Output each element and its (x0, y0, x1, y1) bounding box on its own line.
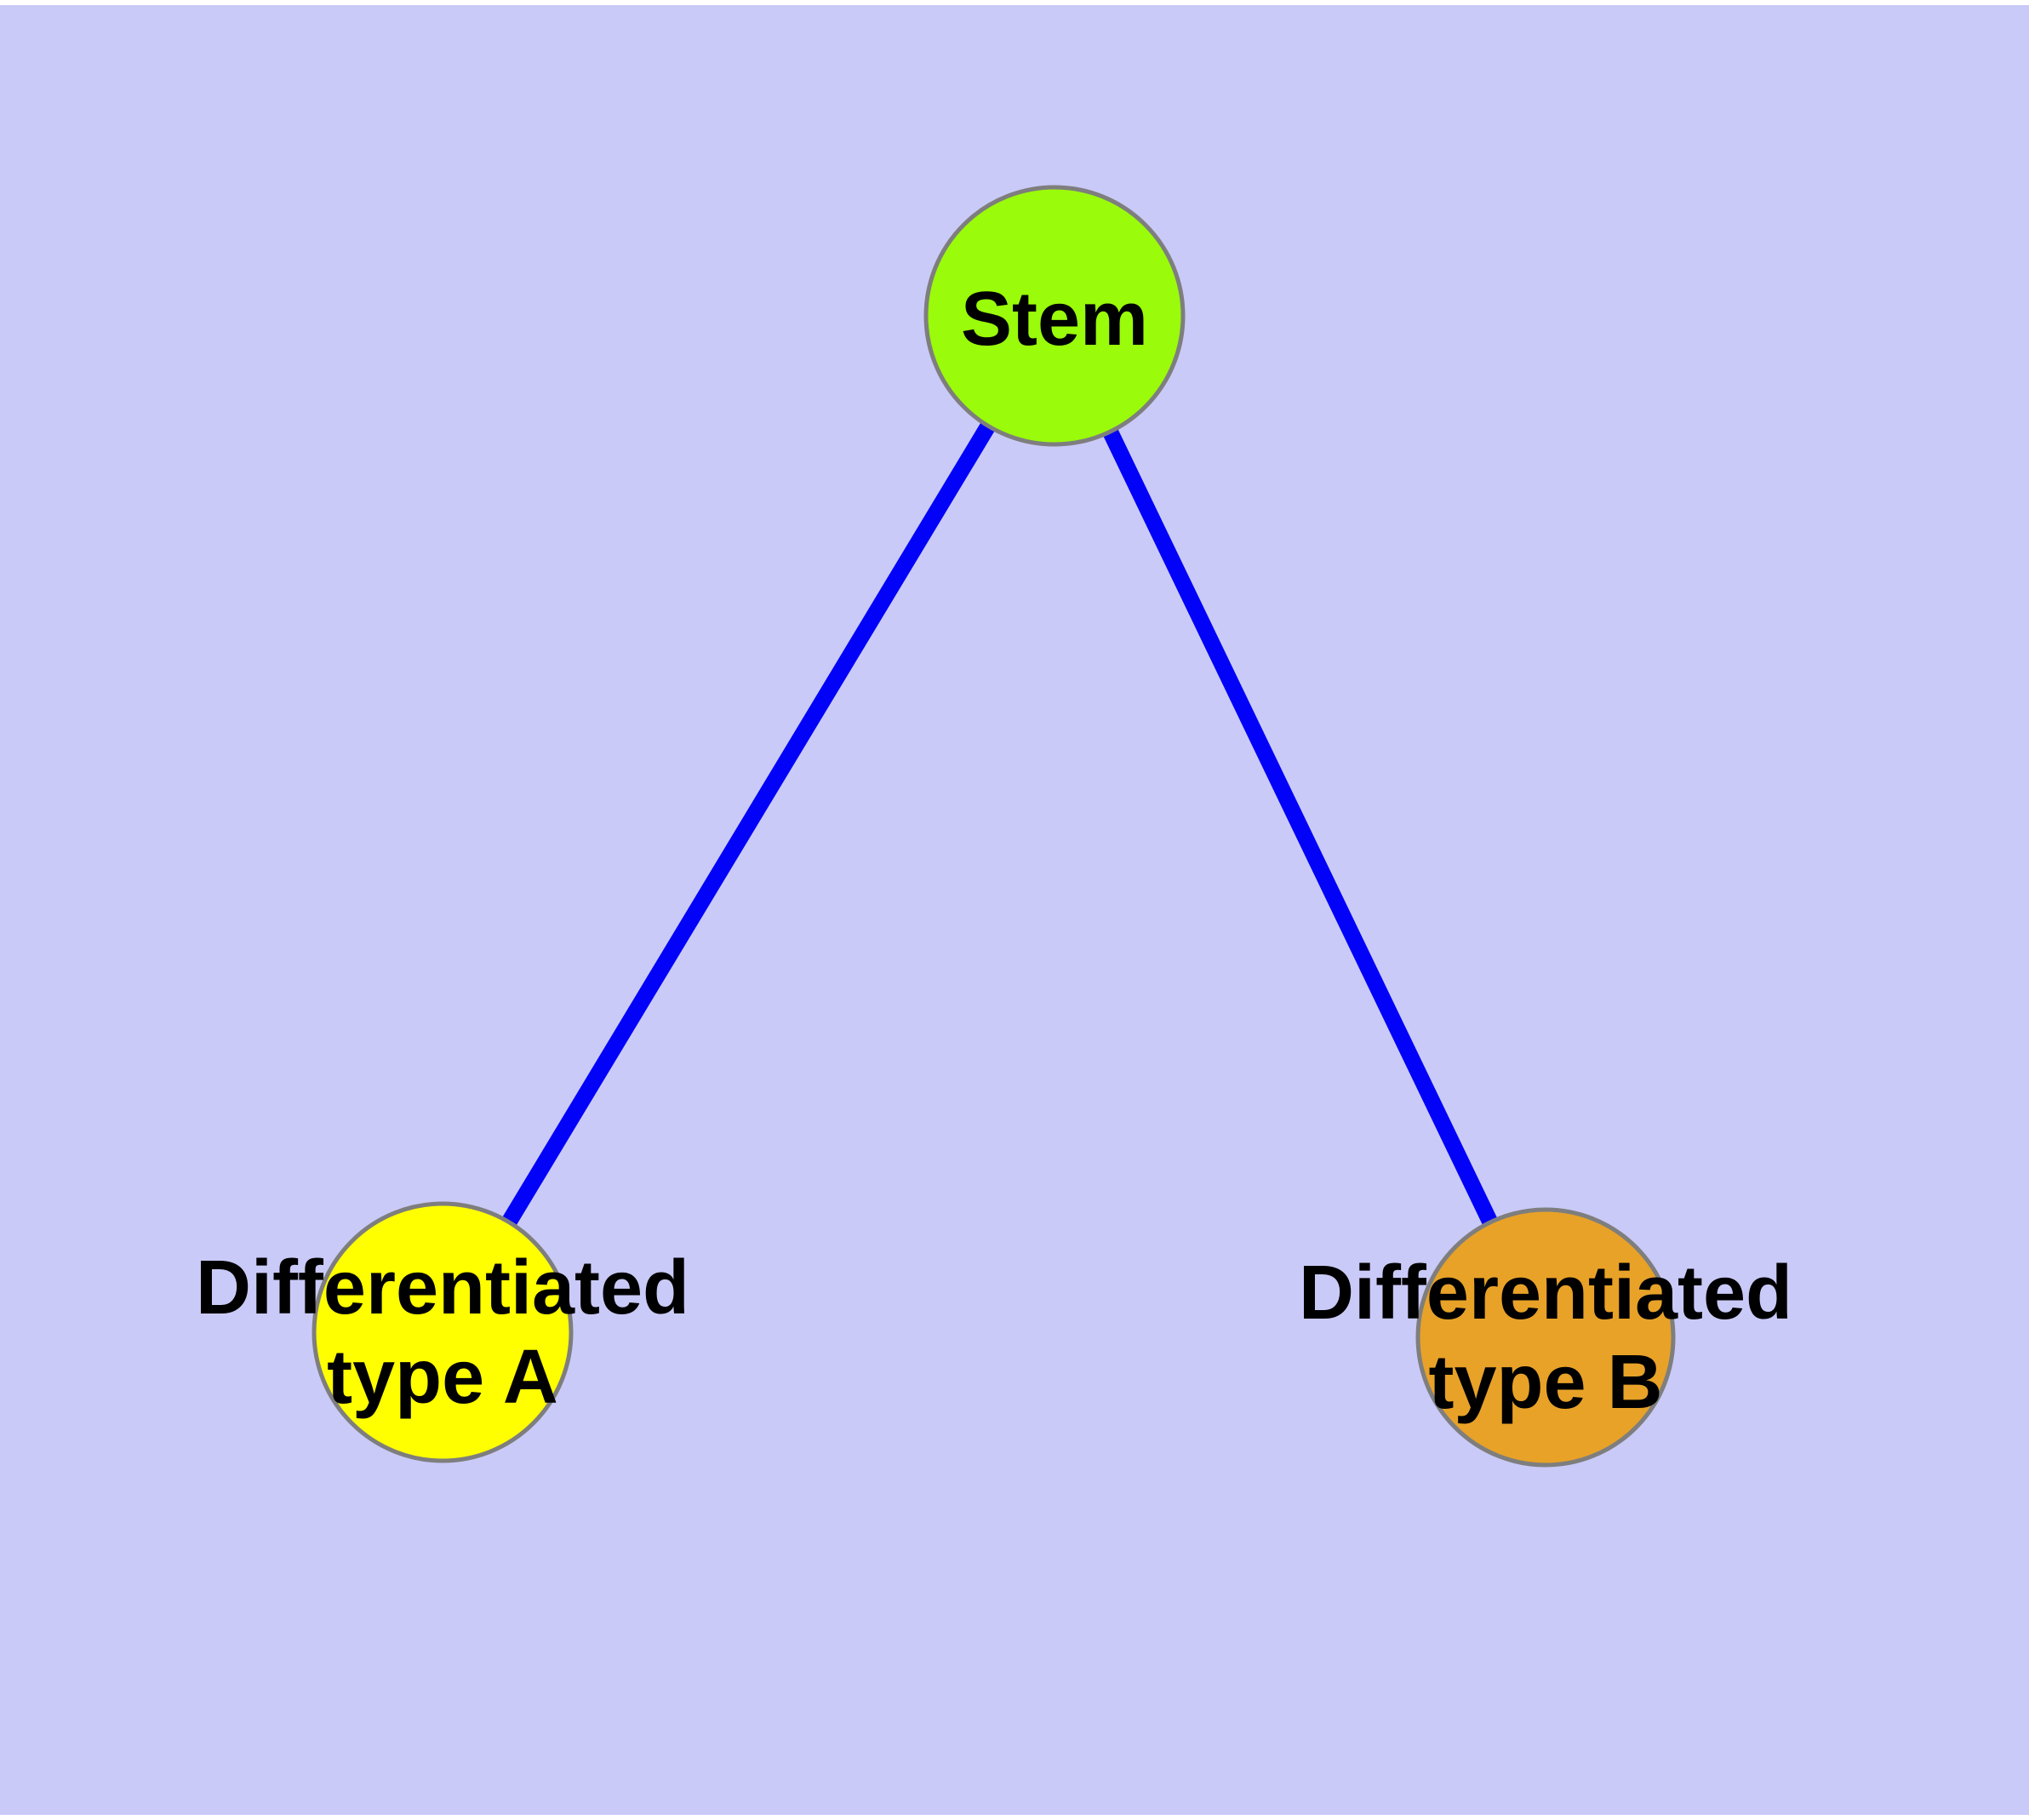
node-type-b-label-line2: type B (1428, 1340, 1662, 1425)
node-type-a-circle (311, 1201, 574, 1463)
node-stem-label: Stem (961, 277, 1148, 362)
node-type-a-label-line1: Differentiated (196, 1245, 689, 1331)
edge-stem-to-type-a (435, 312, 1062, 1336)
node-type-a-label-line2: type A (327, 1335, 558, 1420)
edge-stem-to-type-b (1047, 312, 1553, 1342)
node-layer (311, 185, 1676, 1468)
edge-layer (435, 312, 1553, 1342)
node-stem-circle (923, 185, 1186, 447)
node-type-b-label-line1: Differentiated (1299, 1251, 1792, 1336)
label-layer: Stem Differentiated type A Differentiate… (196, 277, 1792, 1425)
node-type-b-circle (1415, 1207, 1676, 1468)
